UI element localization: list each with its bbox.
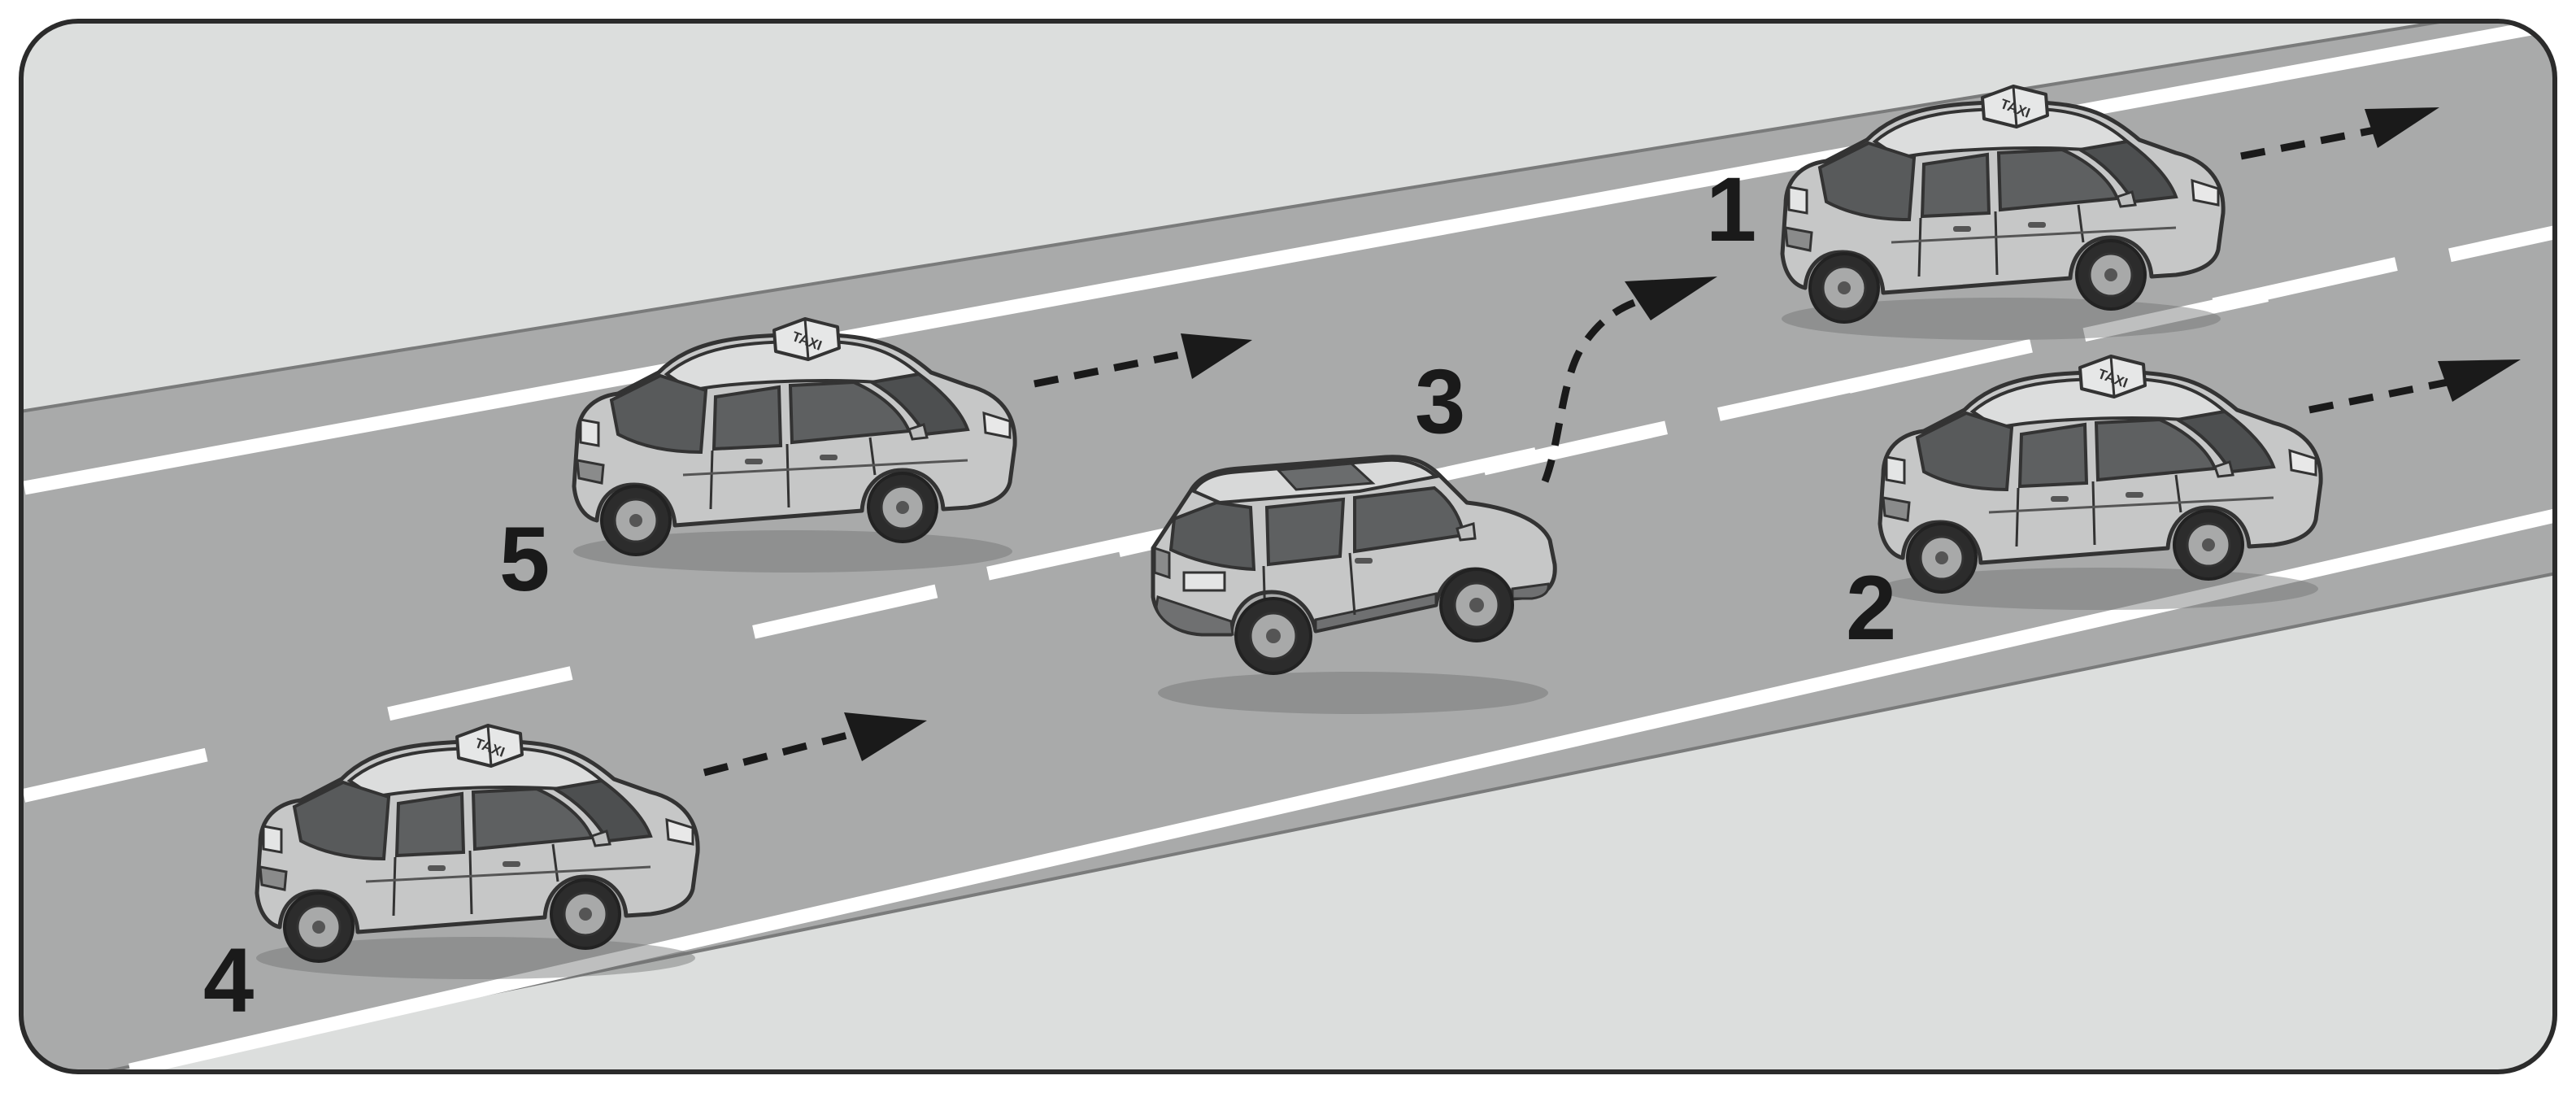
motion-arrow-car-1 [2240, 107, 2439, 160]
car-5-taxi: TAXI [573, 319, 1015, 573]
car-label-2: 2 [1846, 557, 1896, 659]
car-4-taxi: TAXI [256, 725, 698, 979]
car-label-3: 3 [1415, 351, 1465, 452]
dashed-line-upper [812, 220, 2555, 619]
road-edge-top [21, 21, 2555, 416]
frame-border [19, 19, 2557, 1074]
car-label-5: 5 [499, 508, 550, 610]
motion-arrow-car-3-lane-change [1541, 277, 1717, 483]
car-label-1: 1 [1706, 159, 1756, 260]
solid-line-top [23, 21, 2555, 495]
car-label-4: 4 [203, 930, 254, 1031]
car-1-taxi: TAXI [1782, 86, 2223, 340]
motion-arrow-car-2 [2308, 359, 2521, 414]
car-2-taxi: TAXI [1879, 356, 2321, 610]
motion-arrow-car-5 [1033, 333, 1252, 388]
motion-arrow-car-4 [703, 712, 927, 777]
